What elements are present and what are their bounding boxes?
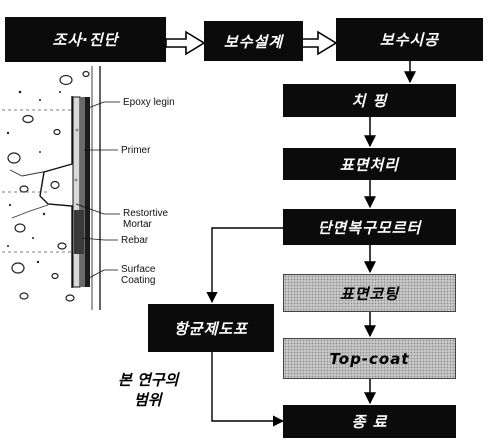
- surface-coating-label: Surface Coating: [121, 264, 155, 286]
- step-antibacterial: 항균제도포: [148, 304, 274, 352]
- scope-line1: 본 연구의: [118, 371, 179, 389]
- restorative-label-line2: Mortar: [123, 219, 152, 230]
- branch-connector: [206, 227, 286, 304]
- restorative-mortar-label: Restortive Mortar: [123, 208, 168, 230]
- step-design: 보수설계: [204, 21, 303, 61]
- return-connector: [211, 352, 285, 427]
- primer-label: Primer: [121, 145, 151, 156]
- step-chipping: 치 핑: [283, 84, 456, 117]
- research-scope-label: 본 연구의 범위: [118, 370, 178, 410]
- step-surface-coating: 표면코팅: [283, 274, 456, 312]
- restorative-label-line1: Restortive: [123, 208, 169, 219]
- step-section-mortar: 단면복구모르터: [283, 209, 456, 245]
- rebar-label: Rebar: [121, 235, 149, 246]
- surface-label-line1: Surface: [121, 264, 156, 275]
- hollow-arrow-icon: [165, 30, 206, 56]
- surface-label-line2: Coating: [121, 275, 156, 286]
- hollow-arrow-icon: [301, 30, 338, 56]
- scope-line2: 범위: [134, 391, 162, 409]
- step-surface-treatment: 표면처리: [283, 148, 456, 180]
- epoxy-label: Epoxy legin: [123, 97, 175, 108]
- step-investigation: 조사·진단: [5, 17, 166, 62]
- repair-cross-section: [2, 66, 120, 310]
- step-construction: 보수시공: [336, 18, 483, 61]
- step-top-coat: Top-coat: [283, 338, 456, 379]
- step-finish: 종 료: [283, 405, 456, 438]
